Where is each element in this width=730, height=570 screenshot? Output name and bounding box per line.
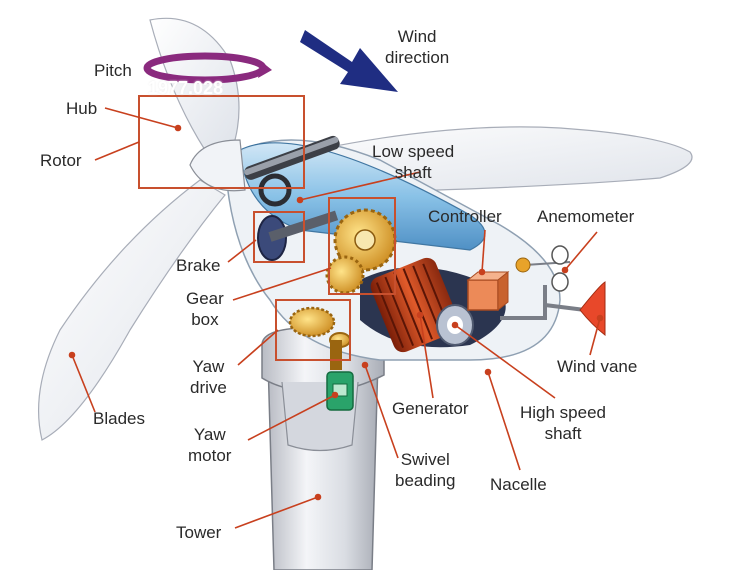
label-low-speed-shaft-line2: shaft xyxy=(394,163,432,182)
pitch-arrow xyxy=(143,52,272,84)
label-nacelle: Nacelle xyxy=(490,475,547,494)
blade-upper xyxy=(149,17,240,151)
label-yaw-drive-line1: Yaw xyxy=(192,357,225,376)
brake-highlight-box xyxy=(253,211,305,263)
leader-lines xyxy=(68,107,604,529)
label-wind-vane: Wind vane xyxy=(557,357,638,376)
blade-lower xyxy=(37,179,226,441)
hub xyxy=(189,139,246,192)
label-gear-box-line1: Gear xyxy=(186,289,224,308)
label-yaw-motor: Yaw motor xyxy=(188,424,231,466)
label-controller: Controller xyxy=(428,207,502,226)
anemometer xyxy=(515,245,569,292)
label-tower: Tower xyxy=(176,523,222,542)
label-blades: Blades xyxy=(93,409,145,428)
label-wind-direction-line2: direction xyxy=(385,48,450,67)
label-swivel-beading-line2: beading xyxy=(395,471,456,490)
label-yaw-motor-line1: Yaw xyxy=(193,425,226,444)
label-hub: Hub xyxy=(66,99,98,118)
label-low-speed-shaft: Low speed shaft xyxy=(372,141,454,183)
label-wind-direction-line1: Wind xyxy=(397,27,437,46)
wind-vane xyxy=(579,281,606,337)
label-gear-box-line2: box xyxy=(191,310,219,329)
yaw-motor xyxy=(326,371,354,411)
gear-box xyxy=(325,208,397,295)
bearing xyxy=(258,173,292,207)
label-yaw-drive: Yaw drive xyxy=(190,356,227,398)
label-wind-direction: Wind direction xyxy=(385,26,449,68)
label-brake: Brake xyxy=(176,256,221,275)
label-low-speed-shaft-line1: Low speed xyxy=(372,142,455,161)
label-high-speed-shaft: High speed shaft xyxy=(520,402,606,444)
wind-direction-arrow xyxy=(300,30,398,92)
label-swivel-beading-line1: Swivel xyxy=(400,450,450,469)
label-pitch: Pitch xyxy=(94,61,132,80)
label-generator: Generator xyxy=(392,399,469,418)
label-high-speed-shaft-line2: shaft xyxy=(544,424,582,443)
label-gear-box: Gear box xyxy=(186,288,224,330)
label-high-speed-shaft-line1: High speed xyxy=(520,403,607,422)
low-speed-shaft xyxy=(244,135,340,180)
label-rotor: Rotor xyxy=(40,151,82,170)
yaw-drive xyxy=(288,306,351,370)
label-anemometer: Anemometer xyxy=(537,207,635,226)
watermark-text: 1977.028 xyxy=(148,78,224,98)
gearbox-highlight-box xyxy=(328,197,396,295)
label-swivel-beading: Swivel beading xyxy=(395,449,456,491)
label-yaw-drive-line2: drive xyxy=(190,378,227,397)
controller-box xyxy=(466,270,510,312)
label-yaw-motor-line2: motor xyxy=(188,446,232,465)
yaw-drive-highlight-box xyxy=(275,299,351,361)
